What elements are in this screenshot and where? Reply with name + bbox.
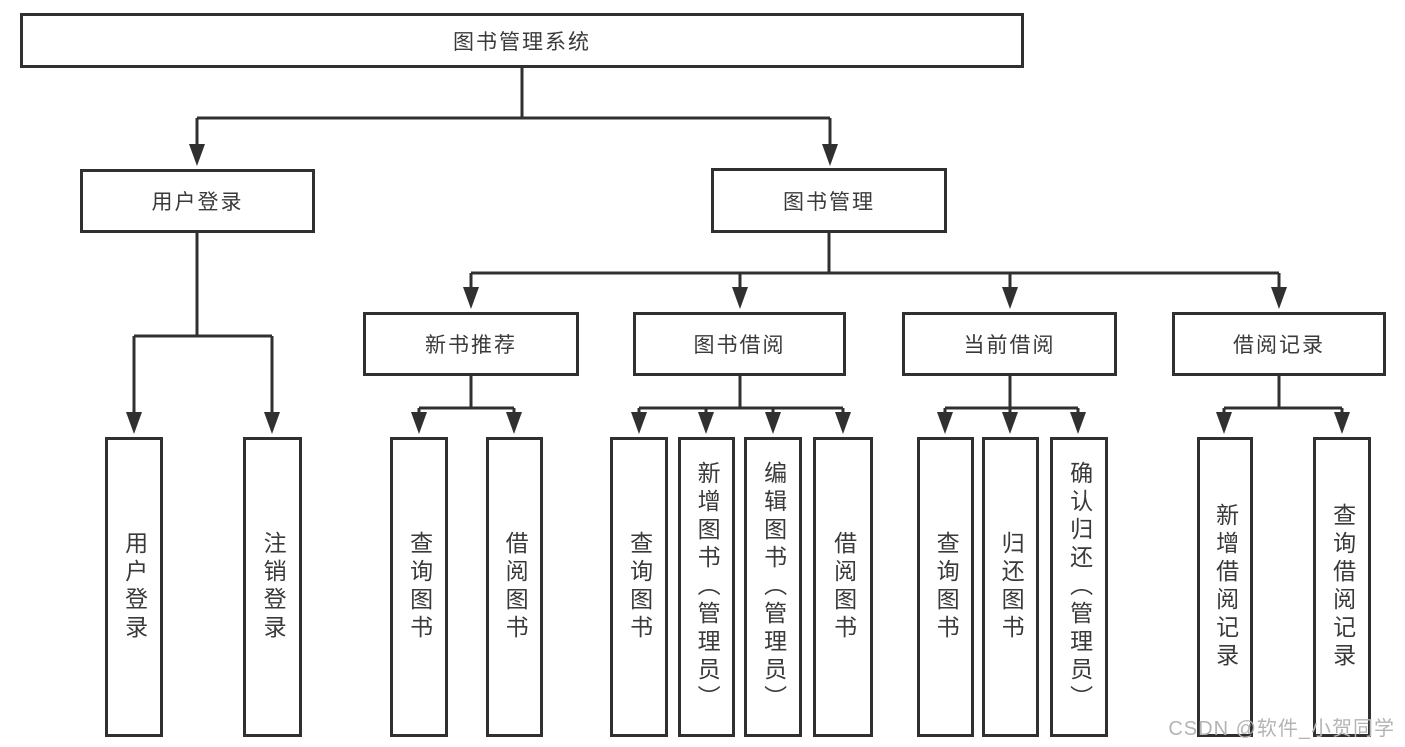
node-label: 新增借阅记录 — [1212, 503, 1239, 671]
node-label: 查询图书 — [406, 531, 433, 643]
node-label: 用户登录 — [121, 531, 148, 643]
node-library-management-system: 图书管理系统 — [20, 13, 1024, 68]
node-book-management: 图书管理 — [711, 168, 947, 233]
node-label: 新增图书（管理员） — [694, 461, 721, 713]
node-new-book-recommendation: 新书推荐 — [363, 312, 579, 376]
node-label: 用户登录 — [151, 191, 244, 214]
node-current-borrowing: 当前借阅 — [902, 312, 1117, 376]
leaf-query-books-borrow: 查询图书 — [610, 437, 668, 737]
node-label: 借阅记录 — [1233, 334, 1325, 357]
node-label: 查询图书 — [626, 531, 653, 643]
node-label: 当前借阅 — [963, 334, 1056, 357]
leaf-query-borrow-record: 查询借阅记录 — [1313, 437, 1371, 737]
leaf-confirm-return-admin: 确认归还（管理员） — [1050, 437, 1108, 737]
watermark: CSDN @软件_小贺同学 — [1168, 718, 1395, 740]
node-label: 图书借阅 — [693, 334, 786, 357]
leaf-add-books-admin: 新增图书（管理员） — [678, 437, 735, 737]
arrowheads — [126, 144, 1350, 434]
leaf-borrow-books-borrow: 借阅图书 — [813, 437, 873, 737]
connector-paths — [132, 68, 1344, 414]
leaf-borrow-books-recommend: 借阅图书 — [486, 437, 543, 737]
leaf-logout: 注销登录 — [243, 437, 302, 737]
node-user-login: 用户登录 — [80, 169, 315, 233]
node-label: 新书推荐 — [425, 334, 517, 357]
node-label: 图书管理 — [783, 190, 875, 214]
leaf-user-login: 用户登录 — [105, 437, 163, 737]
leaf-query-books-recommend: 查询图书 — [390, 437, 448, 737]
leaf-edit-books-admin: 编辑图书（管理员） — [744, 437, 802, 737]
node-label: 归还图书 — [998, 531, 1025, 643]
node-label: 图书管理系统 — [453, 30, 591, 54]
node-label: 借阅图书 — [502, 531, 529, 643]
leaf-add-borrow-record: 新增借阅记录 — [1197, 437, 1253, 737]
node-label: 注销登录 — [260, 531, 287, 643]
leaf-return-books: 归还图书 — [982, 437, 1039, 737]
leaf-query-books-current: 查询图书 — [917, 437, 974, 737]
node-label: 编辑图书（管理员） — [760, 461, 787, 713]
node-book-borrowing: 图书借阅 — [633, 312, 846, 376]
node-label: 借阅图书 — [830, 531, 857, 643]
node-borrowing-records: 借阅记录 — [1172, 312, 1386, 376]
node-label: 确认归还（管理员） — [1066, 461, 1093, 713]
node-label: 查询图书 — [933, 531, 960, 643]
node-label: 查询借阅记录 — [1329, 503, 1356, 671]
